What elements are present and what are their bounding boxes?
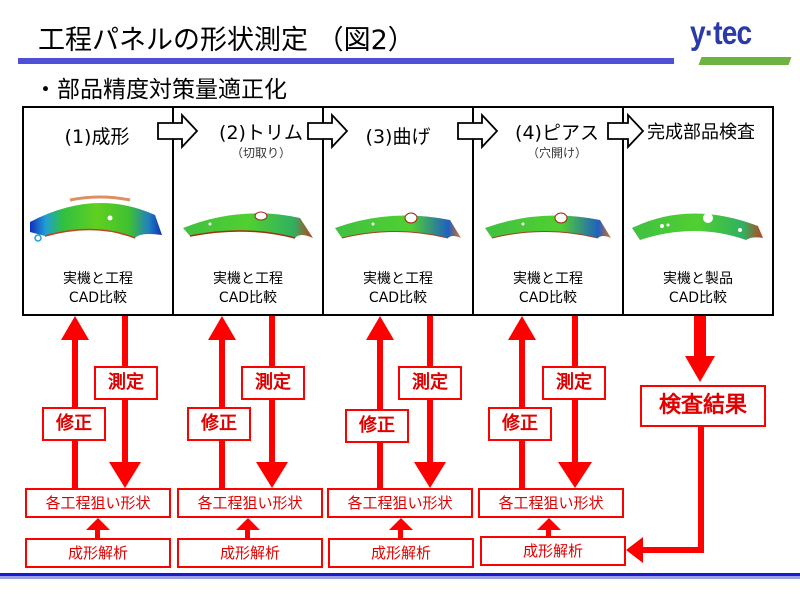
compare-line: 実機と製品	[663, 271, 733, 287]
result-feedback-head	[626, 537, 643, 563]
footer-rule-shadow	[0, 576, 800, 579]
formed-panel-image	[30, 195, 162, 242]
fix-arrow-head	[61, 316, 89, 340]
compare-line: 実機と工程	[63, 271, 133, 287]
step-label-forming: (1)成形	[64, 126, 130, 148]
forming-analysis-box: 成形解析	[25, 538, 171, 568]
process-arrow-3-4	[457, 112, 499, 150]
target-shape-box: 各工程狙い形状	[327, 488, 473, 518]
compare-line: CAD比較	[518, 290, 578, 306]
compare-line: CAD比較	[368, 290, 428, 306]
compare-line: 実機と工程	[213, 271, 283, 287]
compare-line: 実機と工程	[363, 271, 433, 287]
trimmed-panel-image	[183, 211, 313, 239]
panel-divider	[172, 106, 174, 316]
step-sub-pierce: （穴開け）	[526, 146, 587, 160]
company-logo: y·tec	[690, 14, 752, 51]
panel-divider	[622, 106, 624, 316]
measure-label: 測定	[94, 366, 158, 400]
analysis-arrow-head	[86, 518, 110, 530]
fix-label: 修正	[488, 407, 552, 441]
result-feedback-horizontal	[640, 547, 704, 553]
compare-text-forming: 実機と工程 CAD比較	[23, 270, 173, 308]
panel-divider	[472, 106, 474, 316]
step-sub-trim: （切取り）	[230, 146, 291, 160]
subtitle: ・部品精度対策量適正化	[34, 77, 287, 103]
bent-panel-image	[335, 212, 461, 239]
inspection-arrow-shaft	[694, 316, 706, 360]
compare-line: CAD比較	[218, 290, 278, 306]
forming-analysis-box: 成形解析	[328, 538, 474, 568]
compare-text-bend: 実機と工程 CAD比較	[323, 270, 473, 308]
compare-text-inspection: 実機と製品 CAD比較	[623, 270, 773, 308]
forming-analysis-box: 成形解析	[177, 538, 323, 568]
step-label-trim: (2)トリム	[219, 122, 303, 144]
process-arrow-1-2	[157, 112, 199, 150]
fix-label: 修正	[345, 409, 409, 443]
fix-label: 修正	[187, 407, 251, 441]
analysis-arrow-shaft	[95, 525, 100, 540]
inspection-result-box: 検査結果	[640, 385, 766, 427]
fix-label: 修正	[42, 407, 106, 441]
result-feedback-vertical	[698, 425, 704, 553]
measure-label: 測定	[542, 366, 606, 400]
compare-text-trim: 実機と工程 CAD比較	[173, 270, 323, 308]
compare-line: 実機と工程	[513, 271, 583, 287]
process-arrow-4-5	[607, 112, 645, 150]
target-shape-box: 各工程狙い形状	[177, 488, 323, 518]
step-label-pierce: (4)ピアス	[515, 122, 599, 144]
pierced-panel-image	[485, 212, 611, 239]
step-label-inspection: 完成部品検査	[647, 122, 755, 143]
compare-line: CAD比較	[668, 290, 728, 306]
page-title: 工程パネルの形状測定 （図2）	[38, 25, 415, 56]
compare-line: CAD比較	[68, 290, 128, 306]
process-arrows	[157, 112, 645, 150]
title-underline	[18, 58, 674, 64]
measure-label: 測定	[241, 366, 305, 400]
forming-analysis-box: 成形解析	[480, 536, 626, 566]
inspection-arrow-head	[685, 356, 715, 382]
target-shape-box: 各工程狙い形状	[25, 488, 171, 518]
finished-panel-image	[632, 213, 763, 240]
panel-divider	[322, 106, 324, 316]
measure-label: 測定	[398, 366, 462, 400]
process-arrow-2-3	[307, 112, 349, 150]
footer-rule	[0, 573, 800, 576]
process-panel-frame	[22, 106, 774, 316]
compare-text-pierce: 実機と工程 CAD比較	[473, 270, 623, 308]
measure-arrow-head	[109, 462, 141, 488]
target-shape-box: 各工程狙い形状	[478, 488, 624, 518]
step-label-bend: (3)曲げ	[365, 126, 431, 148]
